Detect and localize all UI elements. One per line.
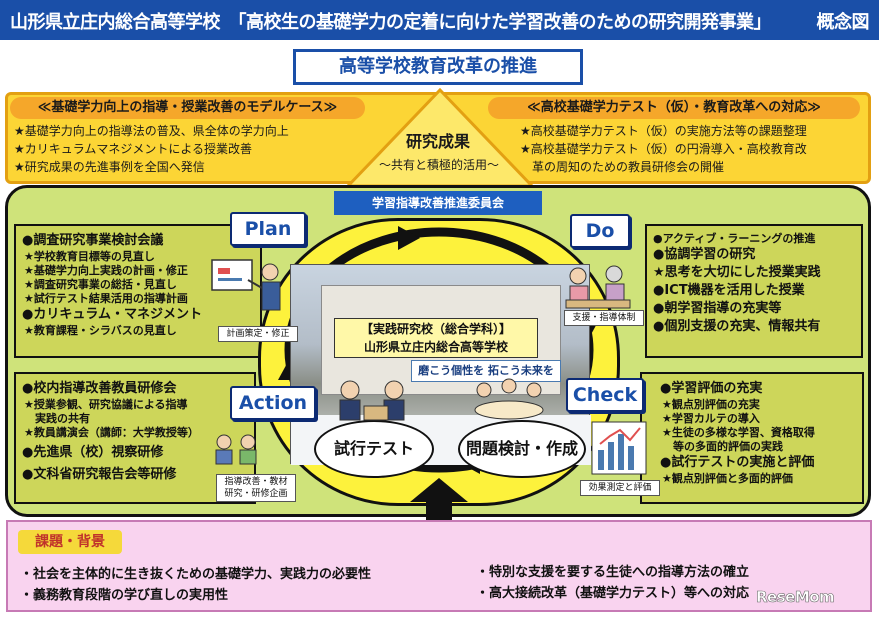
top-left-heading: ≪基礎学力向上の指導・授業改善のモデルケース≫ (10, 97, 365, 119)
list-item: 革の周知のための教員研修会の開催 (520, 160, 725, 174)
list-item: ★高校基礎学力テスト（仮）の円滑導入・高校教育改 (520, 142, 807, 156)
plan-tag: Plan (230, 212, 306, 246)
study-illustration (215, 434, 257, 465)
issues-panel (6, 520, 872, 612)
issue-item: ・高大接続改革（基礎学力テスト）等への対応 (476, 586, 750, 601)
resemom-logo: ReseMom (756, 588, 835, 607)
list-item: 等の多面的評価の実践 (662, 440, 783, 453)
list-item: ★授業参観、研究協議による指導 (24, 398, 188, 411)
list-item: ●個別支援の充実、情報共有 (653, 319, 821, 334)
list-item: ★基礎学力向上実践の計画・修正 (24, 264, 188, 277)
list-item: ●朝学習指導の充実等 (653, 301, 782, 316)
page-title-right: 概念図 (816, 12, 870, 33)
list-item: ★学校教育目標等の見直し (24, 250, 155, 263)
result-subtitle: ～共有と積極的活用～ (378, 158, 499, 172)
action-caption-line2: 研究・研修企画 (224, 489, 288, 499)
page-title: 山形県立庄内総合高等学校 「高校生の基礎学力の定着に向けた学習改善のための研究開… (10, 12, 772, 33)
list-item: ★高校基礎学力テスト（仮）の実施方法等の課題整理 (520, 124, 807, 138)
list-item: ★調査研究事業の総括・見直し (24, 278, 177, 291)
list-item: ★教育課程・シラバスの見直し (24, 324, 177, 337)
up-arrow-icon (410, 478, 468, 520)
list-item: ★思考を大切にした授業実践 (653, 265, 821, 280)
do-caption: 支援・指導体制 (564, 310, 644, 326)
issues-tag: 課題・背景 (18, 530, 122, 554)
check-tag: Check (566, 378, 644, 412)
do-tag: Do (570, 214, 630, 248)
trial-test-oval: 試行テスト (314, 420, 434, 478)
photo-banner: 磨こう個性を 拓こう未来を (411, 360, 561, 382)
committee-label: 学習指導改善推進委員会 (334, 191, 542, 215)
top-left-list: ★基礎学力向上の指導法の普及、県全体の学力向上 ★カリキュラムマネジメントによる… (14, 122, 289, 176)
list-item: ★教員講演会（講師：大学教授等） (24, 426, 199, 439)
issue-item: ・義務教育段階の学び直しの実用性 (20, 588, 229, 603)
list-item: 実践の共有 (24, 412, 90, 425)
meeting-illustration (474, 378, 544, 420)
action-heading: ●校内指導改善教員研修会 (22, 381, 177, 396)
check-box: ●学習評価の充実 ★観点別評価の充実 ★学習カルテの導入 ★生徒の多様な学習、資… (640, 372, 864, 504)
school-label-line2: 山形県立庄内総合高等学校 (363, 340, 508, 354)
plan-heading: ●調査研究事業検討会議 (22, 233, 164, 248)
issue-item: ・社会を主体的に生き抜くための基礎学力、実践力の必要性 (20, 567, 372, 582)
presentation-illustration (211, 259, 281, 311)
plan-caption: 計画策定・修正 (218, 326, 298, 342)
check-heading-2: ●試行テストの実施と評価 (660, 455, 815, 470)
list-item: ●協調学習の研究 (653, 247, 756, 262)
list-item: ★カリキュラムマネジメントによる授業改善 (14, 142, 253, 156)
action-tag: Action (230, 386, 316, 420)
result-title: 研究成果 (405, 132, 470, 151)
list-item: ★生徒の多様な学習、資格取得 (662, 426, 815, 439)
list-item: ★観点別評価の充実 (662, 398, 760, 411)
title-bar: 山形県立庄内総合高等学校 「高校生の基礎学力の定着に向けた学習改善のための研究開… (0, 0, 879, 40)
list-item: ●ICT機器を活用した授業 (653, 283, 805, 298)
problem-creation-oval: 問題検討・作成 (458, 420, 586, 478)
students-illustration (339, 380, 405, 421)
plan-heading-2: ●カリキュラム・マネジメント (22, 307, 202, 322)
school-label: 【実践研究校（総合学科）】 山形県立庄内総合高等学校 (334, 318, 538, 358)
list-item: ★試行テスト結果活用の指導計画 (24, 292, 188, 305)
do-box: ●アクティブ・ラーニングの推進 ●協調学習の研究 ★思考を大切にした授業実践 ●… (645, 224, 863, 358)
list-item: ●アクティブ・ラーニングの推進 (653, 232, 816, 245)
action-heading-3: ●文科省研究報告会等研修 (22, 467, 177, 482)
list-item: ★研究成果の先進事例を全国へ発信 (14, 160, 205, 174)
list-item: ★学習カルテの導入 (662, 412, 760, 425)
list-item: ★基礎学力向上の指導法の普及、県全体の学力向上 (14, 124, 289, 138)
top-right-list: ★高校基礎学力テスト（仮）の実施方法等の課題整理 ★高校基礎学力テスト（仮）の円… (520, 122, 807, 176)
action-heading-2: ●先進県（校）視察研修 (22, 445, 164, 460)
top-right-heading: ≪高校基礎学力テスト（仮）・教育改革への対応≫ (488, 97, 860, 119)
reform-heading: 高等学校教育改革の推進 (293, 49, 583, 85)
list-item: ★観点別評価と多面的評価 (662, 472, 793, 485)
check-caption: 効果測定と評価 (580, 480, 660, 496)
action-caption-line1: 指導改善・教材 (224, 477, 288, 487)
evaluation-chart-icon (591, 421, 647, 475)
action-box: ●校内指導改善教員研修会 ★授業参観、研究協議による指導 実践の共有 ★教員講演… (14, 372, 256, 504)
support-illustration (565, 265, 631, 309)
check-heading: ●学習評価の充実 (660, 381, 763, 396)
issue-item: ・特別な支援を要する生徒への指導方法の確立 (476, 565, 750, 580)
action-caption: 指導改善・教材 研究・研修企画 (216, 474, 296, 502)
school-label-line1: 【実践研究校（総合学科）】 (360, 322, 511, 336)
